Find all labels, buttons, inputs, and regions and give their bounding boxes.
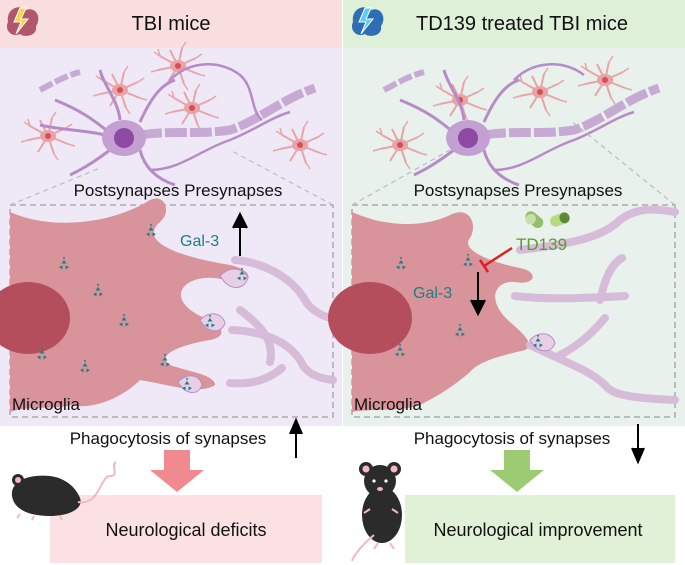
up-arrow-gal3-icon: [232, 211, 248, 256]
left-header-bg: [0, 0, 342, 48]
left-outcome-box: [50, 495, 322, 563]
down-arrow-phagocytosis-icon: [631, 424, 645, 465]
left-title: TBI mice: [132, 13, 211, 35]
up-arrow-phagocytosis-icon: [289, 417, 303, 458]
right-header-bg: [343, 0, 685, 48]
neuron-icon: [20, 41, 328, 187]
right-outcome-box: [405, 495, 675, 563]
left-phagocytosis-label: Phagocytosis of synapses: [70, 429, 267, 448]
right-outcome-label: Neurological improvement: [433, 520, 642, 540]
right-panel: TD139 treated TBI mice Postsynapses Pres…: [328, 0, 685, 563]
left-gal3-label: Gal-3: [180, 233, 219, 250]
lightning-brain-icon: [351, 7, 384, 36]
down-arrow-gal3-icon: [470, 272, 486, 317]
left-synapse-label: Postsynapses Presynapses: [74, 181, 283, 200]
left-down-arrow-icon: [150, 450, 204, 492]
left-panel: TBI mice Postsynapses Presynapses: [0, 0, 342, 563]
neuron-icon: [372, 55, 661, 187]
inhibition-icon: [478, 246, 513, 273]
right-phagocytosis-label: Phagocytosis of synapses: [414, 429, 611, 448]
left-outcome-label: Neurological deficits: [105, 520, 266, 540]
right-down-arrow-icon: [490, 450, 544, 492]
microglia-cell-left: [0, 198, 337, 412]
left-microglia-label: Microglia: [12, 395, 81, 414]
right-title: TD139 treated TBI mice: [416, 13, 628, 35]
drug-label: TD139: [516, 235, 567, 254]
right-microglia-label: Microglia: [354, 395, 423, 414]
right-gal3-label: Gal-3: [413, 285, 452, 302]
mouse-icon: [351, 462, 402, 562]
capsule-icon: [525, 211, 570, 229]
lightning-brain-icon: [6, 7, 39, 36]
right-synapse-label: Postsynapses Presynapses: [414, 181, 623, 200]
mouse-icon: [8, 461, 117, 521]
microglia-cell-right: [328, 205, 679, 412]
